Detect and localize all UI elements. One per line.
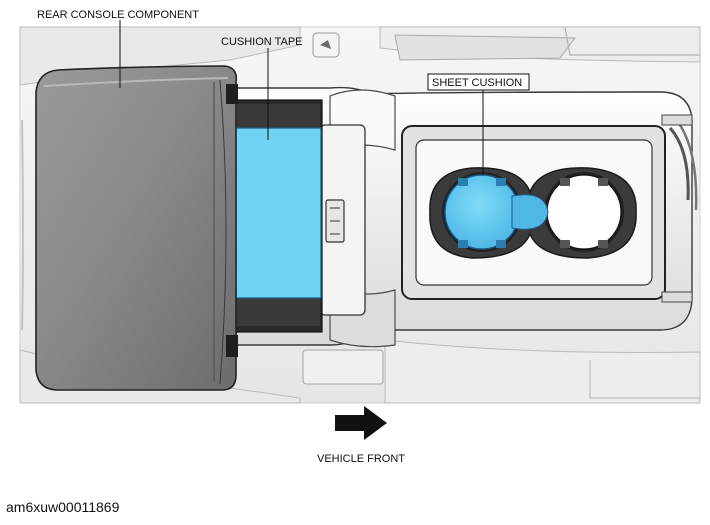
cushion-tape-label: CUSHION TAPE <box>221 36 303 48</box>
sheet-cushion-label-box <box>427 73 530 91</box>
cushion-tape-part <box>232 127 322 299</box>
rear-console-component-label: REAR CONSOLE COMPONENT <box>37 9 199 21</box>
sheet-cushion-label: SHEET CUSHION <box>432 77 522 89</box>
callout-leaders <box>119 20 484 175</box>
rear-console-component-part <box>35 65 238 391</box>
figure-code: am6xuw00011869 <box>6 499 120 515</box>
right-cup-holder <box>546 174 622 250</box>
vehicle-front-label: VEHICLE FRONT <box>317 453 405 465</box>
vehicle-front-arrow-icon <box>335 406 387 440</box>
sheet-cushion-part <box>444 174 549 250</box>
